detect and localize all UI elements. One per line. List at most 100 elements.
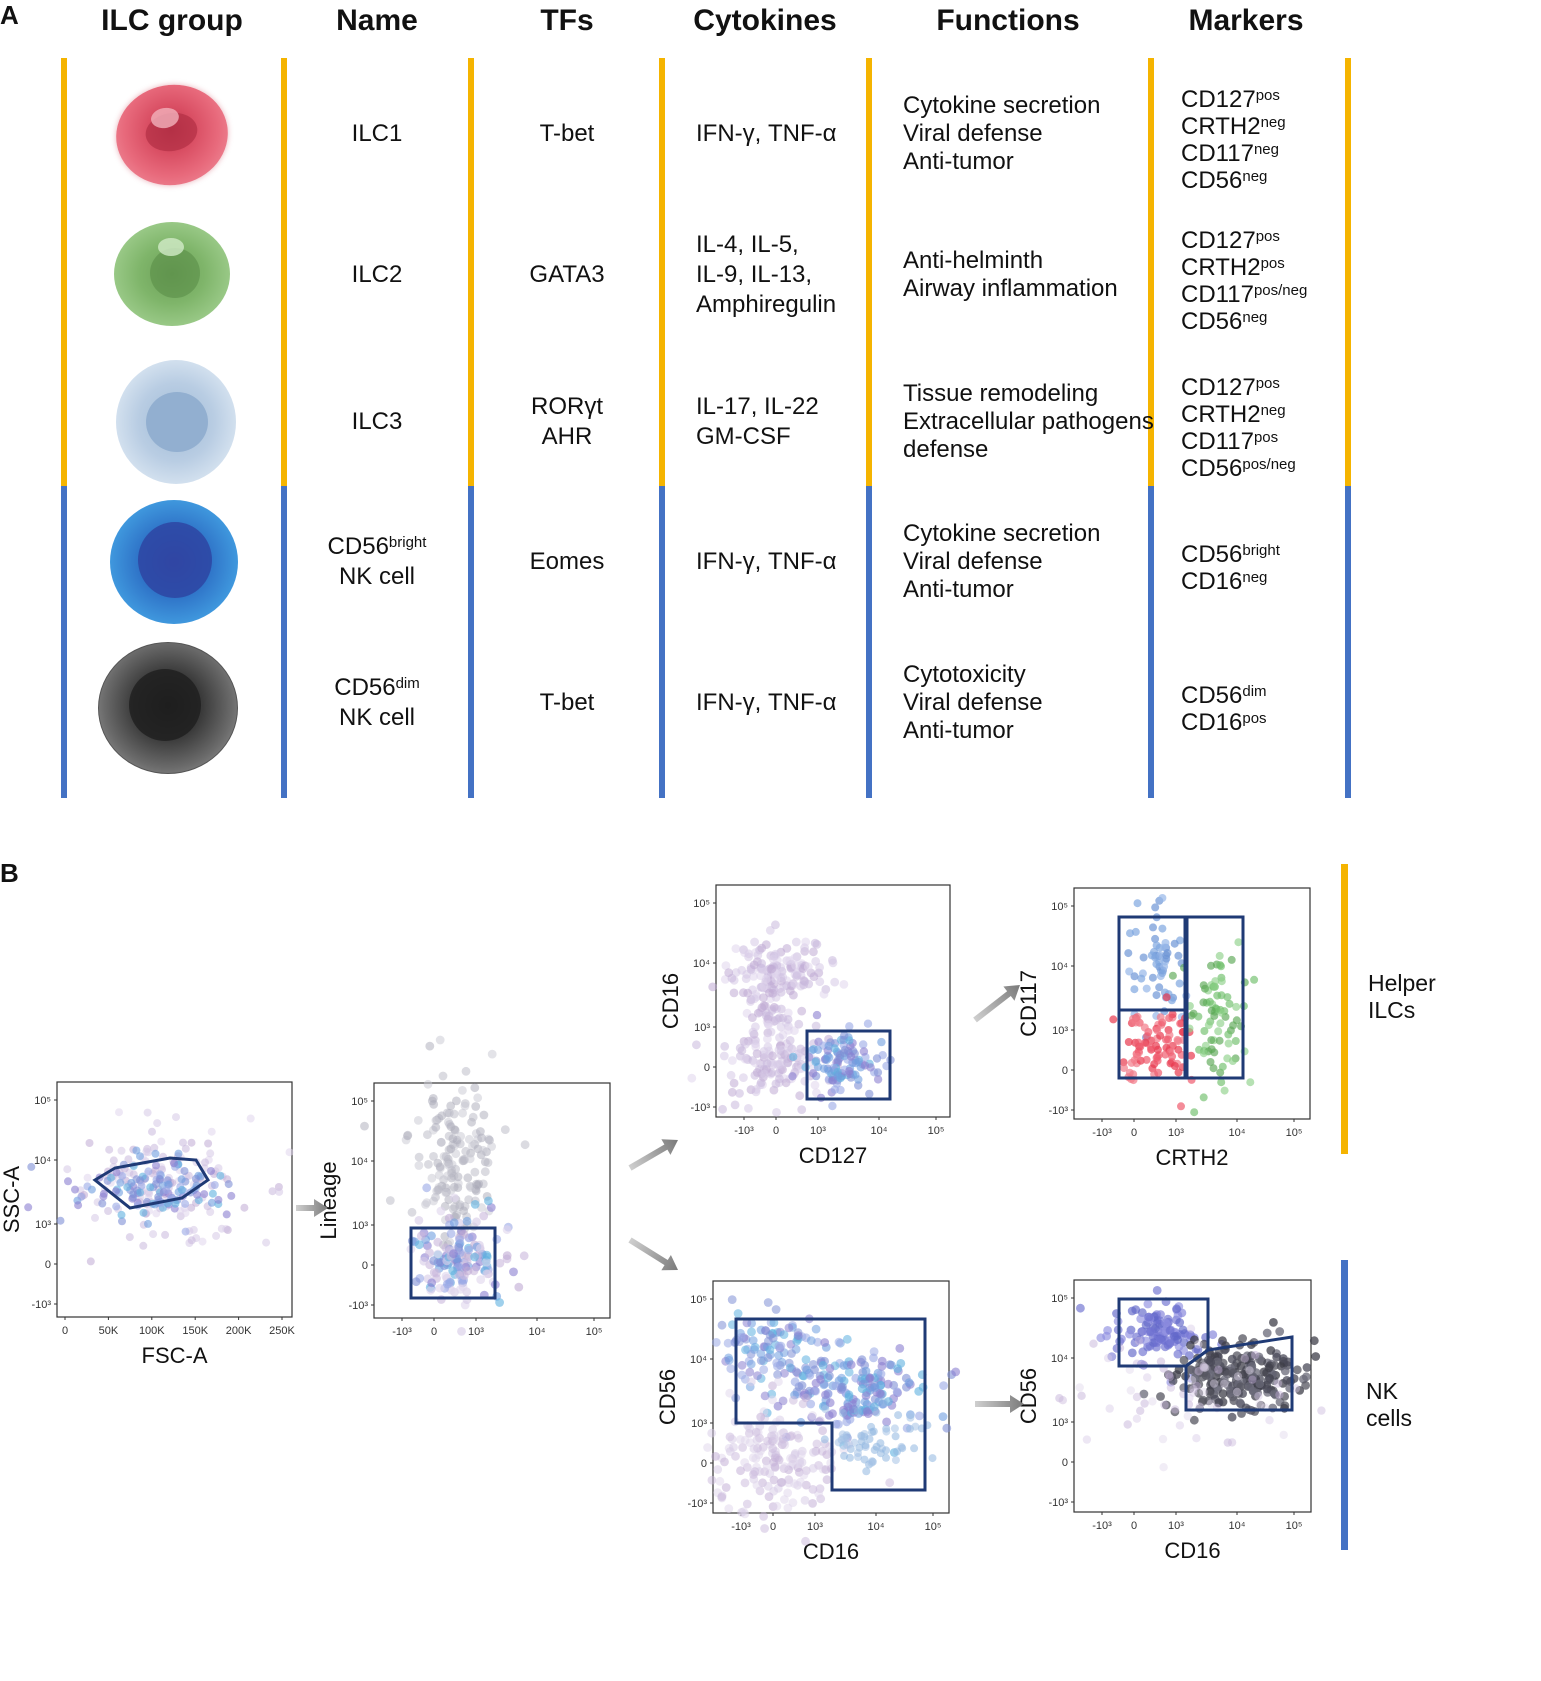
p1-point xyxy=(176,1212,185,1221)
p6-point xyxy=(1278,1354,1288,1363)
p1-point xyxy=(125,1233,134,1242)
p4-point xyxy=(1147,951,1156,960)
p2-point xyxy=(452,1243,462,1253)
p2-point xyxy=(460,1300,470,1310)
p3-point xyxy=(845,1069,855,1079)
p2-point xyxy=(403,1131,412,1141)
p2-point xyxy=(422,1198,432,1208)
p3-point xyxy=(824,1075,834,1084)
p4-point xyxy=(1165,1046,1174,1055)
p1-point xyxy=(158,1198,167,1207)
p6-point xyxy=(1139,1360,1148,1369)
p5-point xyxy=(846,1445,855,1453)
p3-point xyxy=(742,970,752,979)
p5-point xyxy=(928,1454,937,1463)
p2-point xyxy=(449,1109,459,1119)
p5-point xyxy=(825,1371,834,1381)
row-4-name-line1: CD56dim xyxy=(334,673,420,703)
p1-point xyxy=(150,1200,159,1209)
p6-point xyxy=(1145,1341,1155,1351)
p2-point xyxy=(473,1134,483,1144)
p5-point xyxy=(750,1342,760,1352)
p4-point xyxy=(1177,1050,1186,1059)
p1-point xyxy=(194,1196,203,1205)
row-4-marker-1-name: CD16 xyxy=(1181,709,1243,736)
p5-point xyxy=(805,1386,814,1396)
p5-point xyxy=(815,1484,825,1493)
p3-point xyxy=(769,1059,779,1069)
p3-point xyxy=(825,1053,834,1062)
p4-point xyxy=(1156,972,1165,981)
p5-point xyxy=(721,1483,731,1492)
row-1-marker-3-state: neg xyxy=(1242,309,1268,326)
p5-point xyxy=(790,1390,799,1400)
p2-point xyxy=(444,1213,454,1223)
p2-point xyxy=(444,1252,454,1262)
p3-point xyxy=(767,1015,777,1024)
p6-point xyxy=(1232,1386,1242,1396)
p4-point xyxy=(1133,1052,1142,1061)
p6-point xyxy=(1195,1368,1204,1378)
p5-point xyxy=(776,1429,786,1439)
p5-point xyxy=(862,1467,871,1476)
p6-point xyxy=(1193,1353,1202,1363)
p3-point xyxy=(809,972,819,982)
p3-point xyxy=(787,1074,796,1084)
p2-point xyxy=(456,1228,466,1238)
p6-point xyxy=(1264,1363,1274,1373)
xtick-p6-3: 10⁴ xyxy=(1229,1520,1246,1532)
p5-point xyxy=(760,1467,769,1476)
p5-point xyxy=(759,1512,768,1521)
p6-point xyxy=(1291,1384,1301,1393)
p4-point xyxy=(1216,1019,1225,1028)
p3-point xyxy=(783,1008,793,1018)
p4-point xyxy=(1152,913,1161,922)
p3-point xyxy=(834,1055,843,1065)
p5-point xyxy=(902,1423,912,1433)
p1-point xyxy=(103,1171,111,1180)
p5-point xyxy=(840,1407,850,1417)
p5-point xyxy=(836,1338,845,1348)
p6-point xyxy=(1233,1372,1243,1381)
p2-point xyxy=(429,1100,439,1109)
p6-point xyxy=(1180,1329,1190,1338)
p5-point xyxy=(763,1353,773,1362)
p6-point xyxy=(1248,1372,1258,1381)
p6-point xyxy=(1211,1356,1221,1365)
p2-point xyxy=(419,1228,429,1238)
p3-point xyxy=(740,948,749,957)
p3-point xyxy=(877,1037,886,1047)
ytick-p1-4: -10³ xyxy=(31,1299,51,1311)
p2-point xyxy=(443,1171,452,1181)
p2-point xyxy=(473,1093,483,1103)
p6-point xyxy=(1160,1328,1170,1337)
p2-point xyxy=(462,1212,471,1221)
p6-point xyxy=(1273,1379,1283,1388)
p2-point xyxy=(407,1207,417,1217)
p6-point xyxy=(1265,1416,1274,1425)
p5-point xyxy=(762,1408,772,1418)
row-0-marker-0-state: pos xyxy=(1255,87,1280,104)
p1-point xyxy=(185,1227,194,1236)
p3-point xyxy=(830,1039,840,1048)
p6-point xyxy=(1227,1354,1237,1364)
p6-point xyxy=(1164,1317,1173,1327)
p5-point xyxy=(801,1466,811,1475)
p3-point xyxy=(797,960,807,970)
ytick-p4-1: 10⁴ xyxy=(1051,961,1068,973)
p5-point xyxy=(777,1440,787,1450)
p5-point xyxy=(847,1399,857,1408)
p2-point xyxy=(453,1258,462,1268)
xtick-p1-2: 100K xyxy=(139,1325,165,1337)
p5-point xyxy=(801,1480,811,1490)
p1-point xyxy=(145,1189,154,1198)
cd56dim-nk-cell-image xyxy=(98,642,238,774)
p5-point xyxy=(808,1499,817,1508)
p6-point xyxy=(1191,1366,1201,1376)
p3-point xyxy=(848,1038,857,1048)
p6-point xyxy=(1171,1315,1181,1325)
p2-point xyxy=(446,1122,456,1132)
p4-point xyxy=(1209,982,1218,991)
ytick-p4-0: 10⁵ xyxy=(1051,901,1068,913)
p6-point xyxy=(1184,1400,1194,1409)
